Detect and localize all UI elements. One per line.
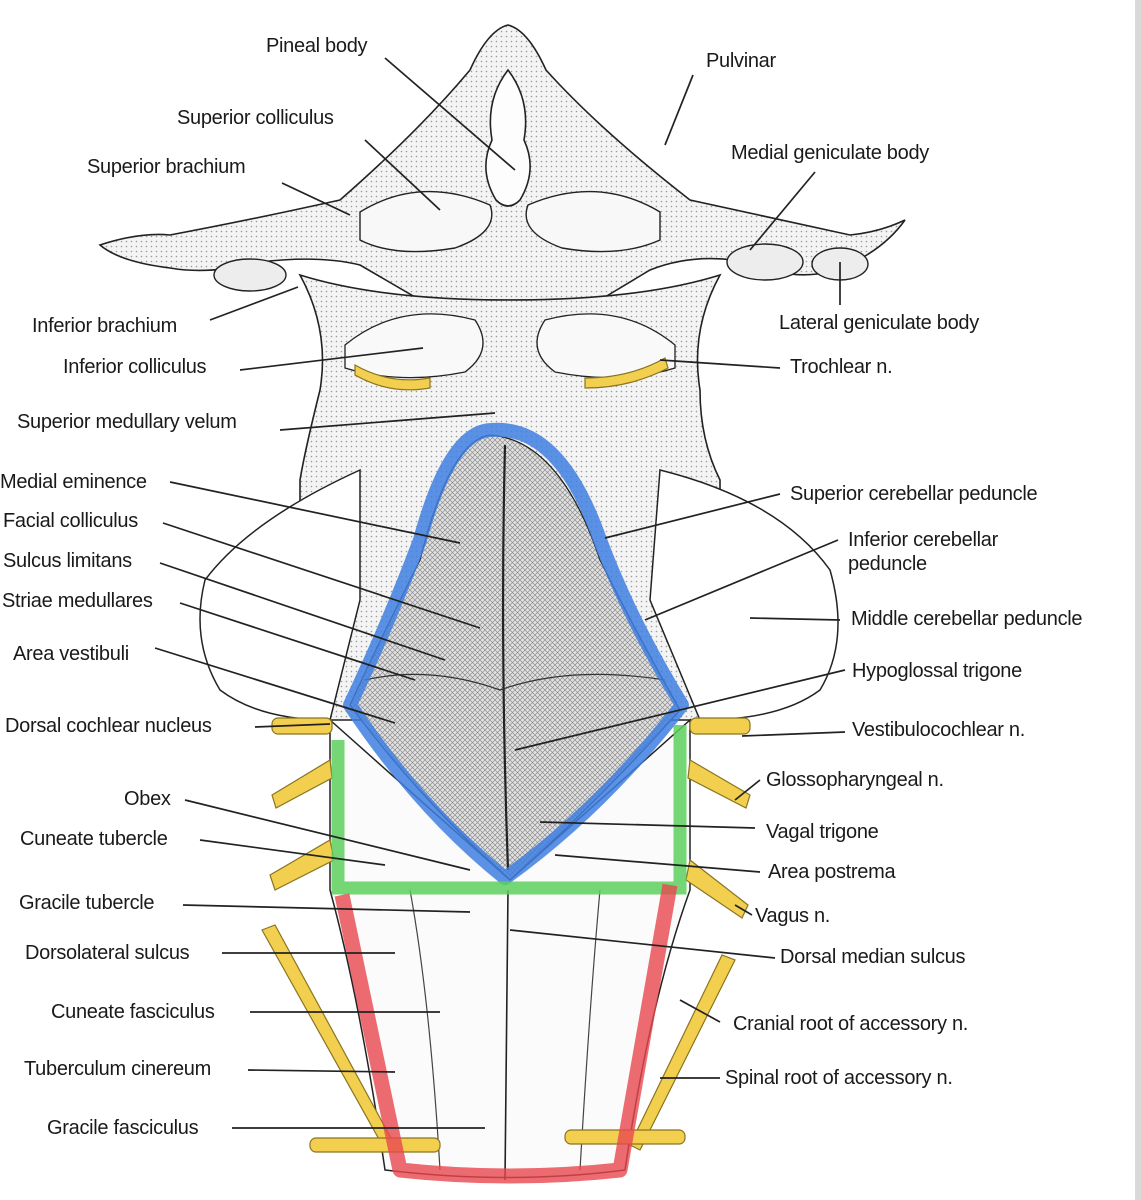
label-medial-geniculate-body: Medial geniculate body xyxy=(731,142,929,164)
label-dorsolateral-sulcus: Dorsolateral sulcus xyxy=(25,942,190,964)
label-pulvinar: Pulvinar xyxy=(706,50,776,72)
label-middle-cerebellar-peduncle: Middle cerebellar peduncle xyxy=(851,608,1083,630)
green-outline-caudal xyxy=(331,725,687,895)
label-dorsal-cochlear-nucleus: Dorsal cochlear nucleus xyxy=(5,715,212,737)
dorsal-median-sulcus-line xyxy=(504,889,509,1181)
blue-outline-rhomboid xyxy=(343,422,689,885)
label-gracile-tubercle: Gracile tubercle xyxy=(19,892,155,914)
label-sulcus-limitans: Sulcus limitans xyxy=(3,550,132,572)
label-cuneate-fasciculus: Cuneate fasciculus xyxy=(51,1001,215,1023)
superior-colliculus-shape xyxy=(359,190,493,253)
label-cranial-root-accessory-n: Cranial root of accessory n. xyxy=(733,1013,969,1035)
superior-colliculus-shape-right xyxy=(525,190,661,253)
label-inferior-brachium: Inferior brachium xyxy=(32,315,177,337)
leader-lines xyxy=(154,57,846,1129)
image-edge xyxy=(1135,0,1141,1200)
label-inferior-cerebellar-peduncle: Inferior cerebellar peduncle xyxy=(848,529,998,575)
label-superior-cerebellar-peduncle: Superior cerebellar peduncle xyxy=(790,483,1038,505)
label-lateral-geniculate-body: Lateral geniculate body xyxy=(779,312,979,334)
label-vestibulocochlear-n: Vestibulocochlear n. xyxy=(852,719,1026,741)
middle-cerebellar-peduncle-left xyxy=(199,468,361,721)
label-area-vestibuli: Area vestibuli xyxy=(13,643,129,665)
label-area-postrema: Area postrema xyxy=(768,861,896,883)
label-vagus-n: Vagus n. xyxy=(755,905,831,927)
label-inferior-colliculus: Inferior colliculus xyxy=(63,356,207,378)
striae-medullares-lines xyxy=(364,673,666,691)
label-facial-colliculus: Facial colliculus xyxy=(3,510,138,532)
medial-geniculate-shape xyxy=(726,243,804,281)
inferior-colliculus-shape xyxy=(344,313,484,379)
label-dorsal-median-sulcus: Dorsal median sulcus xyxy=(780,946,966,968)
label-glossopharyngeal-n: Glossopharyngeal n. xyxy=(766,769,944,791)
label-hypoglossal-trigone: Hypoglossal trigone xyxy=(852,660,1022,682)
label-cuneate-tubercle: Cuneate tubercle xyxy=(20,828,168,850)
median-sulcus-line xyxy=(501,444,510,871)
label-vagal-trigone: Vagal trigone xyxy=(766,821,879,843)
label-trochlear-n: Trochlear n. xyxy=(790,356,893,378)
label-superior-medullary-velum: Superior medullary velum xyxy=(17,411,237,433)
label-striae-medullares: Striae medullares xyxy=(2,590,153,612)
label-pineal-body: Pineal body xyxy=(266,35,368,57)
label-obex: Obex xyxy=(124,788,171,810)
pineal-body-shape xyxy=(485,68,531,207)
label-gracile-fasciculus: Gracile fasciculus xyxy=(47,1117,199,1139)
label-medial-eminence: Medial eminence xyxy=(0,471,147,493)
medial-geniculate-shape-left xyxy=(213,258,287,292)
cranial-nerves xyxy=(261,357,751,1153)
middle-cerebellar-peduncle-right xyxy=(649,469,839,721)
label-superior-brachium: Superior brachium xyxy=(87,156,246,178)
red-outline-medulla xyxy=(334,883,678,1184)
label-spinal-root-accessory-n: Spinal root of accessory n. xyxy=(725,1067,953,1089)
label-tuberculum-cinereum: Tuberculum cinereum xyxy=(24,1058,211,1080)
label-superior-colliculus: Superior colliculus xyxy=(177,107,334,129)
